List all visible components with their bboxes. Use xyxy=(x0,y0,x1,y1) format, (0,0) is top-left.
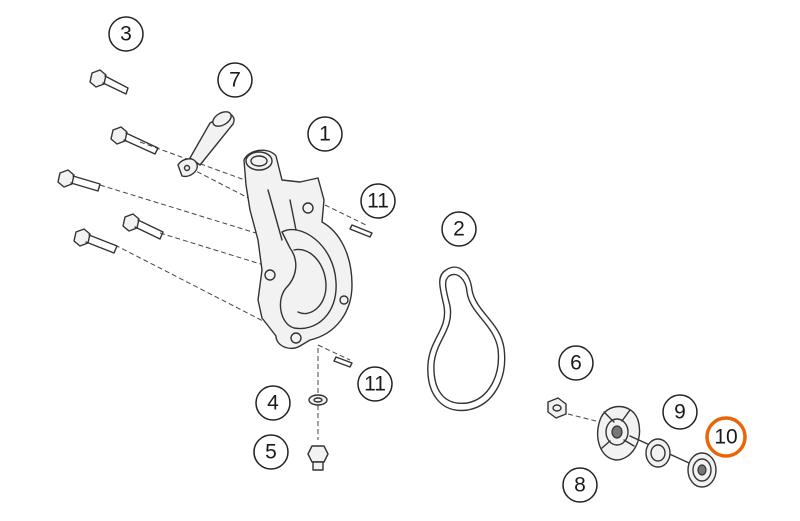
gasket-part-2 xyxy=(427,266,506,412)
hose-part-7 xyxy=(177,111,235,178)
callout-4-label: 4 xyxy=(267,392,279,415)
callout-6[interactable]: 6 xyxy=(558,345,594,381)
screw-part-11-upper xyxy=(349,224,373,238)
screw-part-11-lower xyxy=(333,356,353,368)
seal-part-9 xyxy=(645,438,671,468)
assembly-lines xyxy=(99,141,601,440)
callout-8-label: 8 xyxy=(574,474,586,497)
callout-2-label: 2 xyxy=(453,218,465,241)
callout-9[interactable]: 9 xyxy=(662,394,698,430)
bolt-left xyxy=(57,169,101,192)
pump-cover-part-1 xyxy=(243,149,353,350)
callout-1-label: 1 xyxy=(319,123,331,146)
callout-1[interactable]: 1 xyxy=(307,116,343,152)
callout-8[interactable]: 8 xyxy=(562,467,598,503)
callout-7[interactable]: 7 xyxy=(217,62,253,98)
callout-11-upper-label: 11 xyxy=(367,190,389,213)
bolt-middle xyxy=(122,213,164,240)
callout-11-lower[interactable]: 11 xyxy=(357,366,393,402)
callout-3-label: 3 xyxy=(120,23,132,46)
callout-2[interactable]: 2 xyxy=(441,211,477,247)
bolt-upper xyxy=(110,126,159,155)
callout-11-lower-label: 11 xyxy=(364,373,386,396)
callout-5-label: 5 xyxy=(265,441,277,464)
callout-11-upper[interactable]: 11 xyxy=(360,183,396,219)
drain-screw-part-5 xyxy=(307,445,329,471)
callout-6-label: 6 xyxy=(570,352,582,375)
washer-part-4 xyxy=(308,394,328,406)
callout-9-label: 9 xyxy=(674,401,686,424)
bearing-part-10 xyxy=(687,452,717,488)
callout-5[interactable]: 5 xyxy=(253,434,289,470)
callout-7-label: 7 xyxy=(229,69,241,92)
bolt-part-3 xyxy=(89,69,129,95)
callout-3[interactable]: 3 xyxy=(108,16,144,52)
callout-4[interactable]: 4 xyxy=(255,385,291,421)
impeller-part-8 xyxy=(597,405,641,461)
callout-10-label: 10 xyxy=(714,426,737,449)
bolt-lower xyxy=(73,228,118,254)
nut-part-6 xyxy=(547,397,567,419)
callout-10[interactable]: 10 xyxy=(705,416,747,458)
